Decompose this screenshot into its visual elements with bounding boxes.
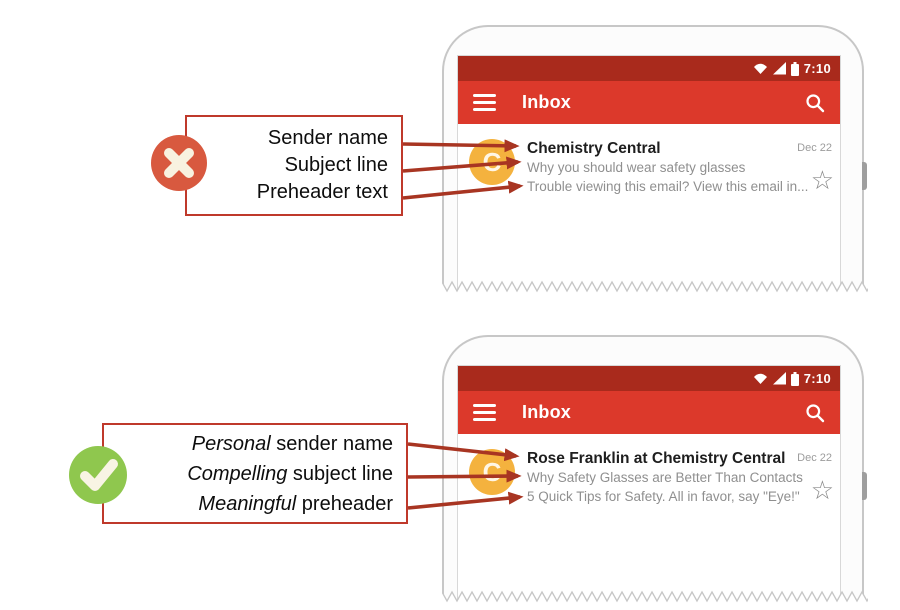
star-icon[interactable]: ☆ bbox=[807, 477, 834, 503]
email-row[interactable]: C Rose Franklin at Chemistry Central Why… bbox=[458, 434, 840, 510]
email-row[interactable]: C Chemistry Central Why you should wear … bbox=[458, 124, 840, 200]
label-meaningful-preheader: Meaningful preheader bbox=[198, 492, 393, 515]
email-preheader: Trouble viewing this email? View this em… bbox=[527, 179, 809, 194]
signal-icon bbox=[772, 62, 786, 75]
x-icon bbox=[151, 135, 207, 191]
search-icon[interactable] bbox=[805, 93, 825, 113]
avatar: C bbox=[469, 139, 515, 185]
signal-icon bbox=[772, 372, 786, 385]
email-date: Dec 22 bbox=[797, 142, 832, 154]
appbar-title: Inbox bbox=[522, 402, 571, 422]
torn-edge bbox=[442, 280, 868, 296]
wifi-icon bbox=[753, 63, 767, 74]
search-icon[interactable] bbox=[805, 403, 825, 423]
power-button bbox=[862, 472, 867, 500]
torn-edge bbox=[442, 590, 868, 606]
email-list: C Rose Franklin at Chemistry Central Why… bbox=[458, 434, 840, 510]
phone-screen-bad: 7:10 Inbox C Chemistry Central bbox=[457, 55, 841, 295]
status-time: 7:10 bbox=[803, 371, 831, 386]
status-bar: 7:10 bbox=[458, 56, 840, 81]
status-time: 7:10 bbox=[803, 61, 831, 76]
label-personal-sender-name: Personal sender name bbox=[191, 432, 393, 455]
email-date: Dec 22 bbox=[797, 452, 832, 464]
label-preheader-text: Preheader text bbox=[256, 181, 388, 203]
app-bar: Inbox bbox=[458, 81, 840, 124]
phone-screen-good: 7:10 Inbox C Rose Franklin at Chemistry bbox=[457, 365, 841, 605]
label-subject-line: Subject line bbox=[284, 154, 388, 176]
callout-box-good: Personal sender name Compelling subject … bbox=[102, 423, 408, 524]
avatar: C bbox=[469, 449, 515, 495]
status-bar: 7:10 bbox=[458, 366, 840, 391]
phone-mockup-good: 7:10 Inbox C Rose Franklin at Chemistry bbox=[442, 335, 868, 606]
wifi-icon bbox=[753, 373, 767, 384]
check-icon bbox=[69, 446, 127, 504]
email-preheader: 5 Quick Tips for Safety. All in favor, s… bbox=[527, 489, 800, 504]
appbar-title: Inbox bbox=[522, 92, 571, 112]
power-button bbox=[862, 162, 867, 190]
email-sender: Rose Franklin at Chemistry Central bbox=[527, 450, 786, 467]
battery-icon bbox=[790, 371, 799, 386]
star-icon[interactable]: ☆ bbox=[807, 167, 834, 193]
email-list: C Chemistry Central Why you should wear … bbox=[458, 124, 840, 200]
label-sender-name: Sender name bbox=[267, 127, 388, 149]
email-subject: Why Safety Glasses are Better Than Conta… bbox=[527, 470, 803, 485]
callout-box-bad: Sender name Subject line Preheader text bbox=[185, 115, 403, 216]
battery-icon bbox=[790, 61, 799, 76]
app-bar: Inbox bbox=[458, 391, 840, 434]
label-compelling-subject-line: Compelling subject line bbox=[187, 462, 393, 485]
email-subject: Why you should wear safety glasses bbox=[527, 160, 746, 175]
phone-mockup-bad: 7:10 Inbox C Chemistry Central bbox=[442, 25, 868, 296]
menu-icon[interactable] bbox=[473, 404, 496, 421]
menu-icon[interactable] bbox=[473, 94, 496, 111]
email-sender: Chemistry Central bbox=[527, 140, 661, 157]
